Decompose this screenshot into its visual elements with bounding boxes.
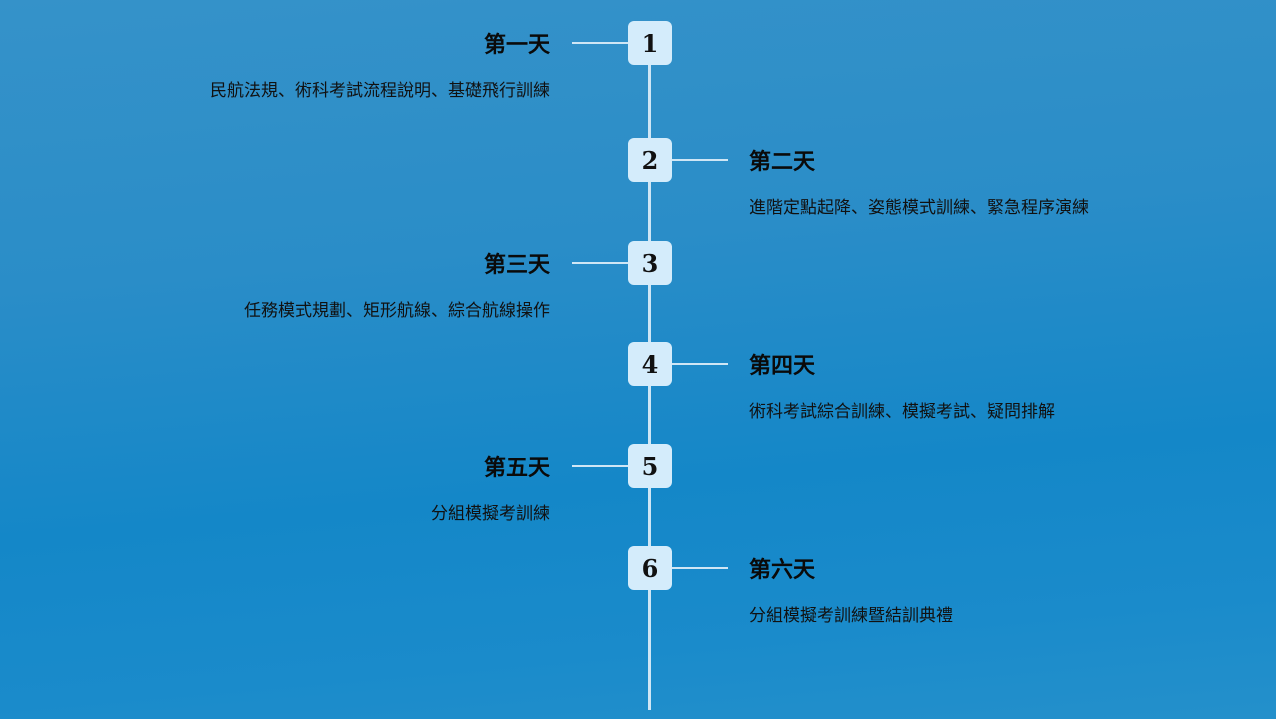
day-title: 第四天 [749, 354, 816, 379]
connector [672, 159, 728, 161]
day-description: 分組模擬考訓練 [431, 504, 550, 524]
day-description: 進階定點起降、姿態模式訓練、緊急程序演練 [749, 198, 1089, 218]
day-title: 第六天 [749, 558, 816, 583]
day-title: 第二天 [749, 150, 816, 175]
day-title: 第一天 [483, 33, 550, 58]
step-number-badge: 4 [628, 342, 672, 386]
day-title: 第三天 [483, 253, 550, 278]
connector [572, 262, 628, 264]
connector [672, 567, 728, 569]
step-number-badge: 1 [628, 21, 672, 65]
connector [572, 465, 628, 467]
day-description: 任務模式規劃、矩形航線、綜合航線操作 [244, 301, 550, 321]
step-number-badge: 3 [628, 241, 672, 285]
day-description: 術科考試綜合訓練、模擬考試、疑問排解 [749, 402, 1055, 422]
connector [572, 42, 628, 44]
day-title: 第五天 [483, 456, 550, 481]
day-description: 分組模擬考訓練暨結訓典禮 [749, 606, 953, 626]
step-number-badge: 6 [628, 546, 672, 590]
connector [672, 363, 728, 365]
step-number-badge: 2 [628, 138, 672, 182]
day-description: 民航法規、術科考試流程說明、基礎飛行訓練 [210, 81, 550, 101]
step-number-badge: 5 [628, 444, 672, 488]
